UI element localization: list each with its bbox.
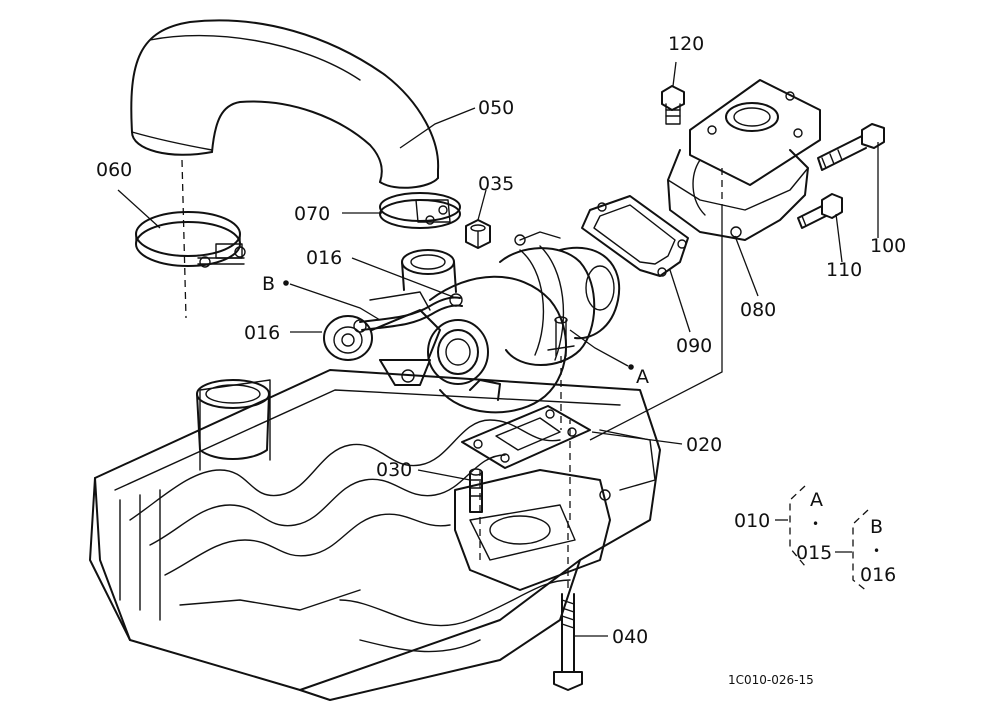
label-part-090: 090 — [676, 335, 712, 357]
kit-group-a-separator: • — [812, 517, 819, 531]
intake-pipe-drawing — [130, 19, 440, 319]
gasket-090-drawing — [581, 195, 689, 277]
label-ref-a: A — [636, 366, 649, 388]
drawing-code: 1C010-026-15 — [728, 673, 814, 687]
bolt-110-drawing — [797, 193, 843, 229]
turbocharger-drawing — [323, 231, 621, 430]
kit-parent-label: 010 — [734, 510, 770, 532]
engine-block-drawing — [89, 369, 661, 701]
label-part-030: 030 — [376, 459, 412, 481]
kit-group-a-part: 015 — [796, 542, 832, 564]
bolt-120-drawing — [661, 85, 685, 125]
bolt-100-drawing — [817, 123, 885, 171]
nut-035-drawing — [465, 219, 491, 249]
kit-group-a-title: A — [810, 489, 823, 511]
kit-group-b-part: 016 — [860, 564, 896, 586]
label-part-100: 100 — [870, 235, 906, 257]
kit-group-b-title: B — [870, 516, 883, 538]
label-part-020: 020 — [686, 434, 722, 456]
bolt-040-drawing — [553, 520, 583, 691]
label-ref-b: B — [262, 273, 275, 295]
label-part-016-lower: 016 — [244, 322, 280, 344]
stud-030-drawing — [469, 468, 483, 513]
label-part-070: 070 — [294, 203, 330, 225]
kit-group-b-separator: • — [873, 544, 880, 558]
label-part-110: 110 — [826, 259, 862, 281]
band-clamp-070-drawing — [379, 192, 461, 229]
label-part-060: 060 — [96, 159, 132, 181]
label-part-040: 040 — [612, 626, 648, 648]
label-part-080: 080 — [740, 299, 776, 321]
gasket-020-drawing — [461, 405, 591, 469]
label-part-016-upper: 016 — [306, 247, 342, 269]
label-part-120: 120 — [668, 33, 704, 55]
hose-clamp-060-drawing — [135, 211, 246, 268]
exhaust-elbow-080-drawing — [589, 79, 821, 441]
leader-lines — [117, 61, 879, 637]
label-part-050: 050 — [478, 97, 514, 119]
label-part-035: 035 — [478, 173, 514, 195]
kit-bracket-drawing — [775, 485, 869, 593]
